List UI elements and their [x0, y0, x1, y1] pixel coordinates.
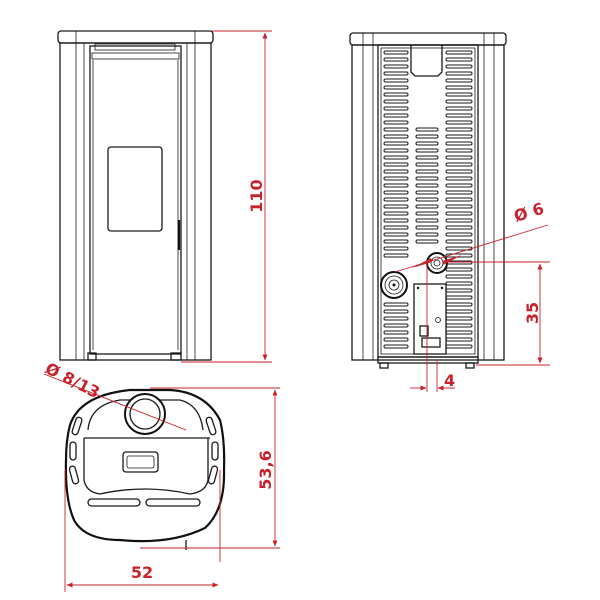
inlet-height-label: 35	[523, 302, 542, 324]
top-view	[64, 388, 226, 550]
inlet-offset-label: 4	[444, 371, 455, 390]
height-dimension: 110	[181, 30, 272, 363]
depth-dimension: 53,6	[140, 387, 280, 549]
front-view	[57, 30, 214, 361]
vent-slots	[383, 50, 473, 349]
inlet-offset-dimension: 4	[410, 260, 455, 392]
width-dimension: 52	[64, 470, 221, 592]
rear-view	[349, 32, 507, 369]
inlet-height-dimension: 35	[445, 261, 550, 366]
inlet-diameter-label: Ø 6	[512, 199, 547, 226]
height-label: 110	[247, 179, 266, 212]
electrical-plate	[413, 283, 447, 355]
width-label: 52	[131, 563, 153, 582]
flue-diameter-label: Ø 8/13	[42, 359, 103, 402]
depth-label: 53,6	[256, 450, 275, 489]
fan-outlet	[380, 271, 408, 299]
